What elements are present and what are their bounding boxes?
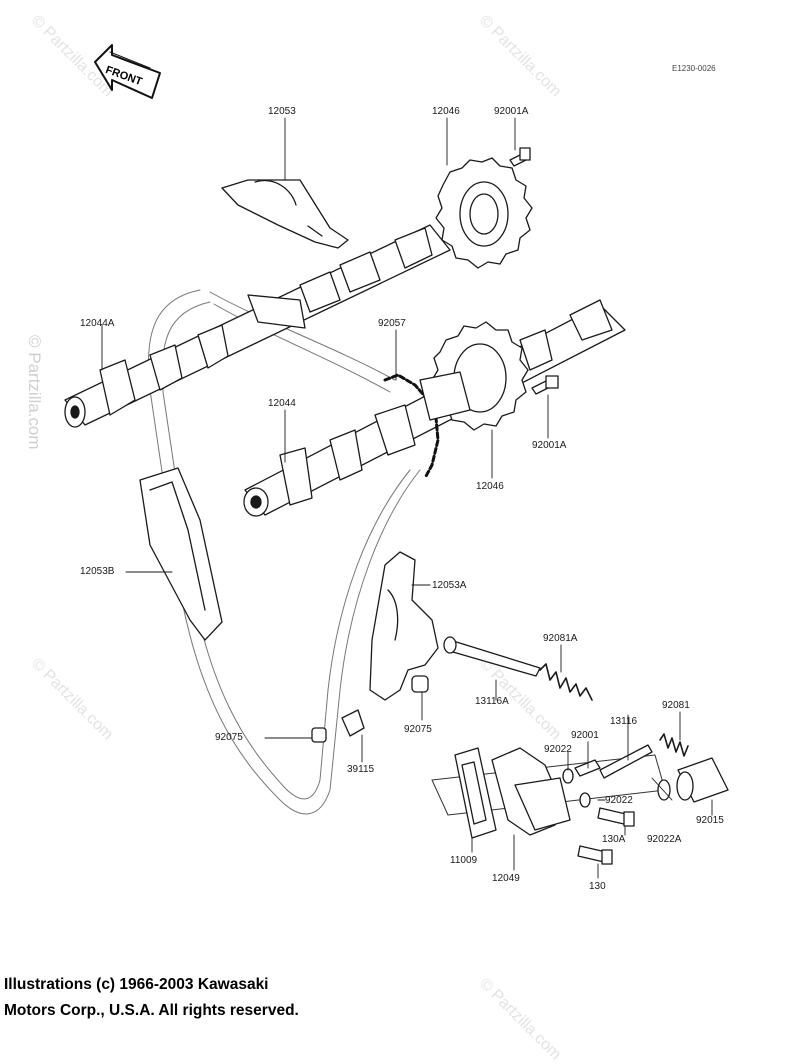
part-label-12046-top: 12046: [432, 106, 460, 117]
part-label-92081a: 92081A: [543, 633, 578, 644]
front-arrow-icon: [94, 44, 161, 99]
part-label-92075-right: 92075: [404, 724, 432, 735]
part-label-12049: 12049: [492, 873, 520, 884]
pin-39115: [341, 709, 365, 737]
washer-92022a: [657, 779, 671, 801]
part-label-92022-mid: 92022: [605, 795, 633, 806]
copyright-line-1: Illustrations (c) 1966-2003 Kawasaki: [4, 976, 269, 993]
camshaft-chain-diagram: [64, 44, 729, 879]
copyright-line-2: Motors Corp., U.S.A. All rights reserved…: [4, 1002, 299, 1019]
washer-92022-top: [562, 768, 574, 784]
part-label-12053b: 12053B: [80, 566, 115, 577]
washer-92022-mid: [579, 792, 591, 808]
pushrod-13116a: [443, 636, 541, 677]
part-label-92015: 92015: [696, 815, 724, 826]
part-label-92075-left: 92075: [215, 732, 243, 743]
part-label-92001a-mid: 92001A: [532, 440, 567, 451]
part-label-92001: 92001: [571, 730, 599, 741]
tensioner-body-12049: [491, 747, 571, 836]
camshaft-cap-12053: [221, 179, 349, 249]
bolt-92001: [574, 759, 601, 777]
bolt-92001a-upper: [509, 147, 531, 167]
cap-92015: [676, 757, 729, 803]
part-label-12044a: 12044A: [80, 318, 115, 329]
part-label-130: 130: [589, 881, 606, 892]
part-label-11009: 11009: [450, 855, 478, 866]
part-label-13116: 13116: [610, 716, 638, 727]
part-label-92057: 92057: [378, 318, 406, 329]
part-label-12046-mid: 12046: [476, 481, 504, 492]
spring-92081: [659, 733, 689, 757]
part-label-12044: 12044: [268, 398, 296, 409]
leader-lines: [101, 117, 713, 879]
bolt-130a: [597, 807, 635, 827]
part-label-92022a: 92022A: [647, 834, 682, 845]
gasket-11009: [454, 747, 497, 839]
bolt-92001a-mid: [531, 375, 559, 395]
part-label-13116a: 13116A: [475, 696, 509, 707]
camshaft-12044a: [64, 224, 451, 428]
cam-sprocket-12046-lower: [419, 321, 529, 431]
rubber-damper-92075-left: [311, 727, 327, 743]
part-label-130a: 130A: [602, 834, 626, 845]
copyright-notice: Illustrations (c) 1966-2003 Kawasaki Mot…: [4, 972, 299, 1024]
reference-code: E1230-0026: [672, 64, 716, 73]
part-label-12053a: 12053A: [432, 580, 467, 591]
chain-guide-12053a: [369, 551, 439, 701]
part-label-12053: 12053: [268, 106, 296, 117]
part-label-39115: 39115: [347, 764, 375, 775]
bolt-130: [577, 845, 613, 865]
part-label-92001a-top: 92001A: [494, 106, 529, 117]
part-label-92081: 92081: [662, 700, 690, 711]
part-label-92022-top: 92022: [544, 744, 572, 755]
cam-sprocket-12046-upper: [435, 157, 533, 269]
chain-guide-12053b: [139, 467, 223, 641]
spring-92081a: [539, 663, 593, 701]
pushrod-13116: [599, 744, 653, 779]
rubber-damper-92075-right: [411, 675, 429, 693]
